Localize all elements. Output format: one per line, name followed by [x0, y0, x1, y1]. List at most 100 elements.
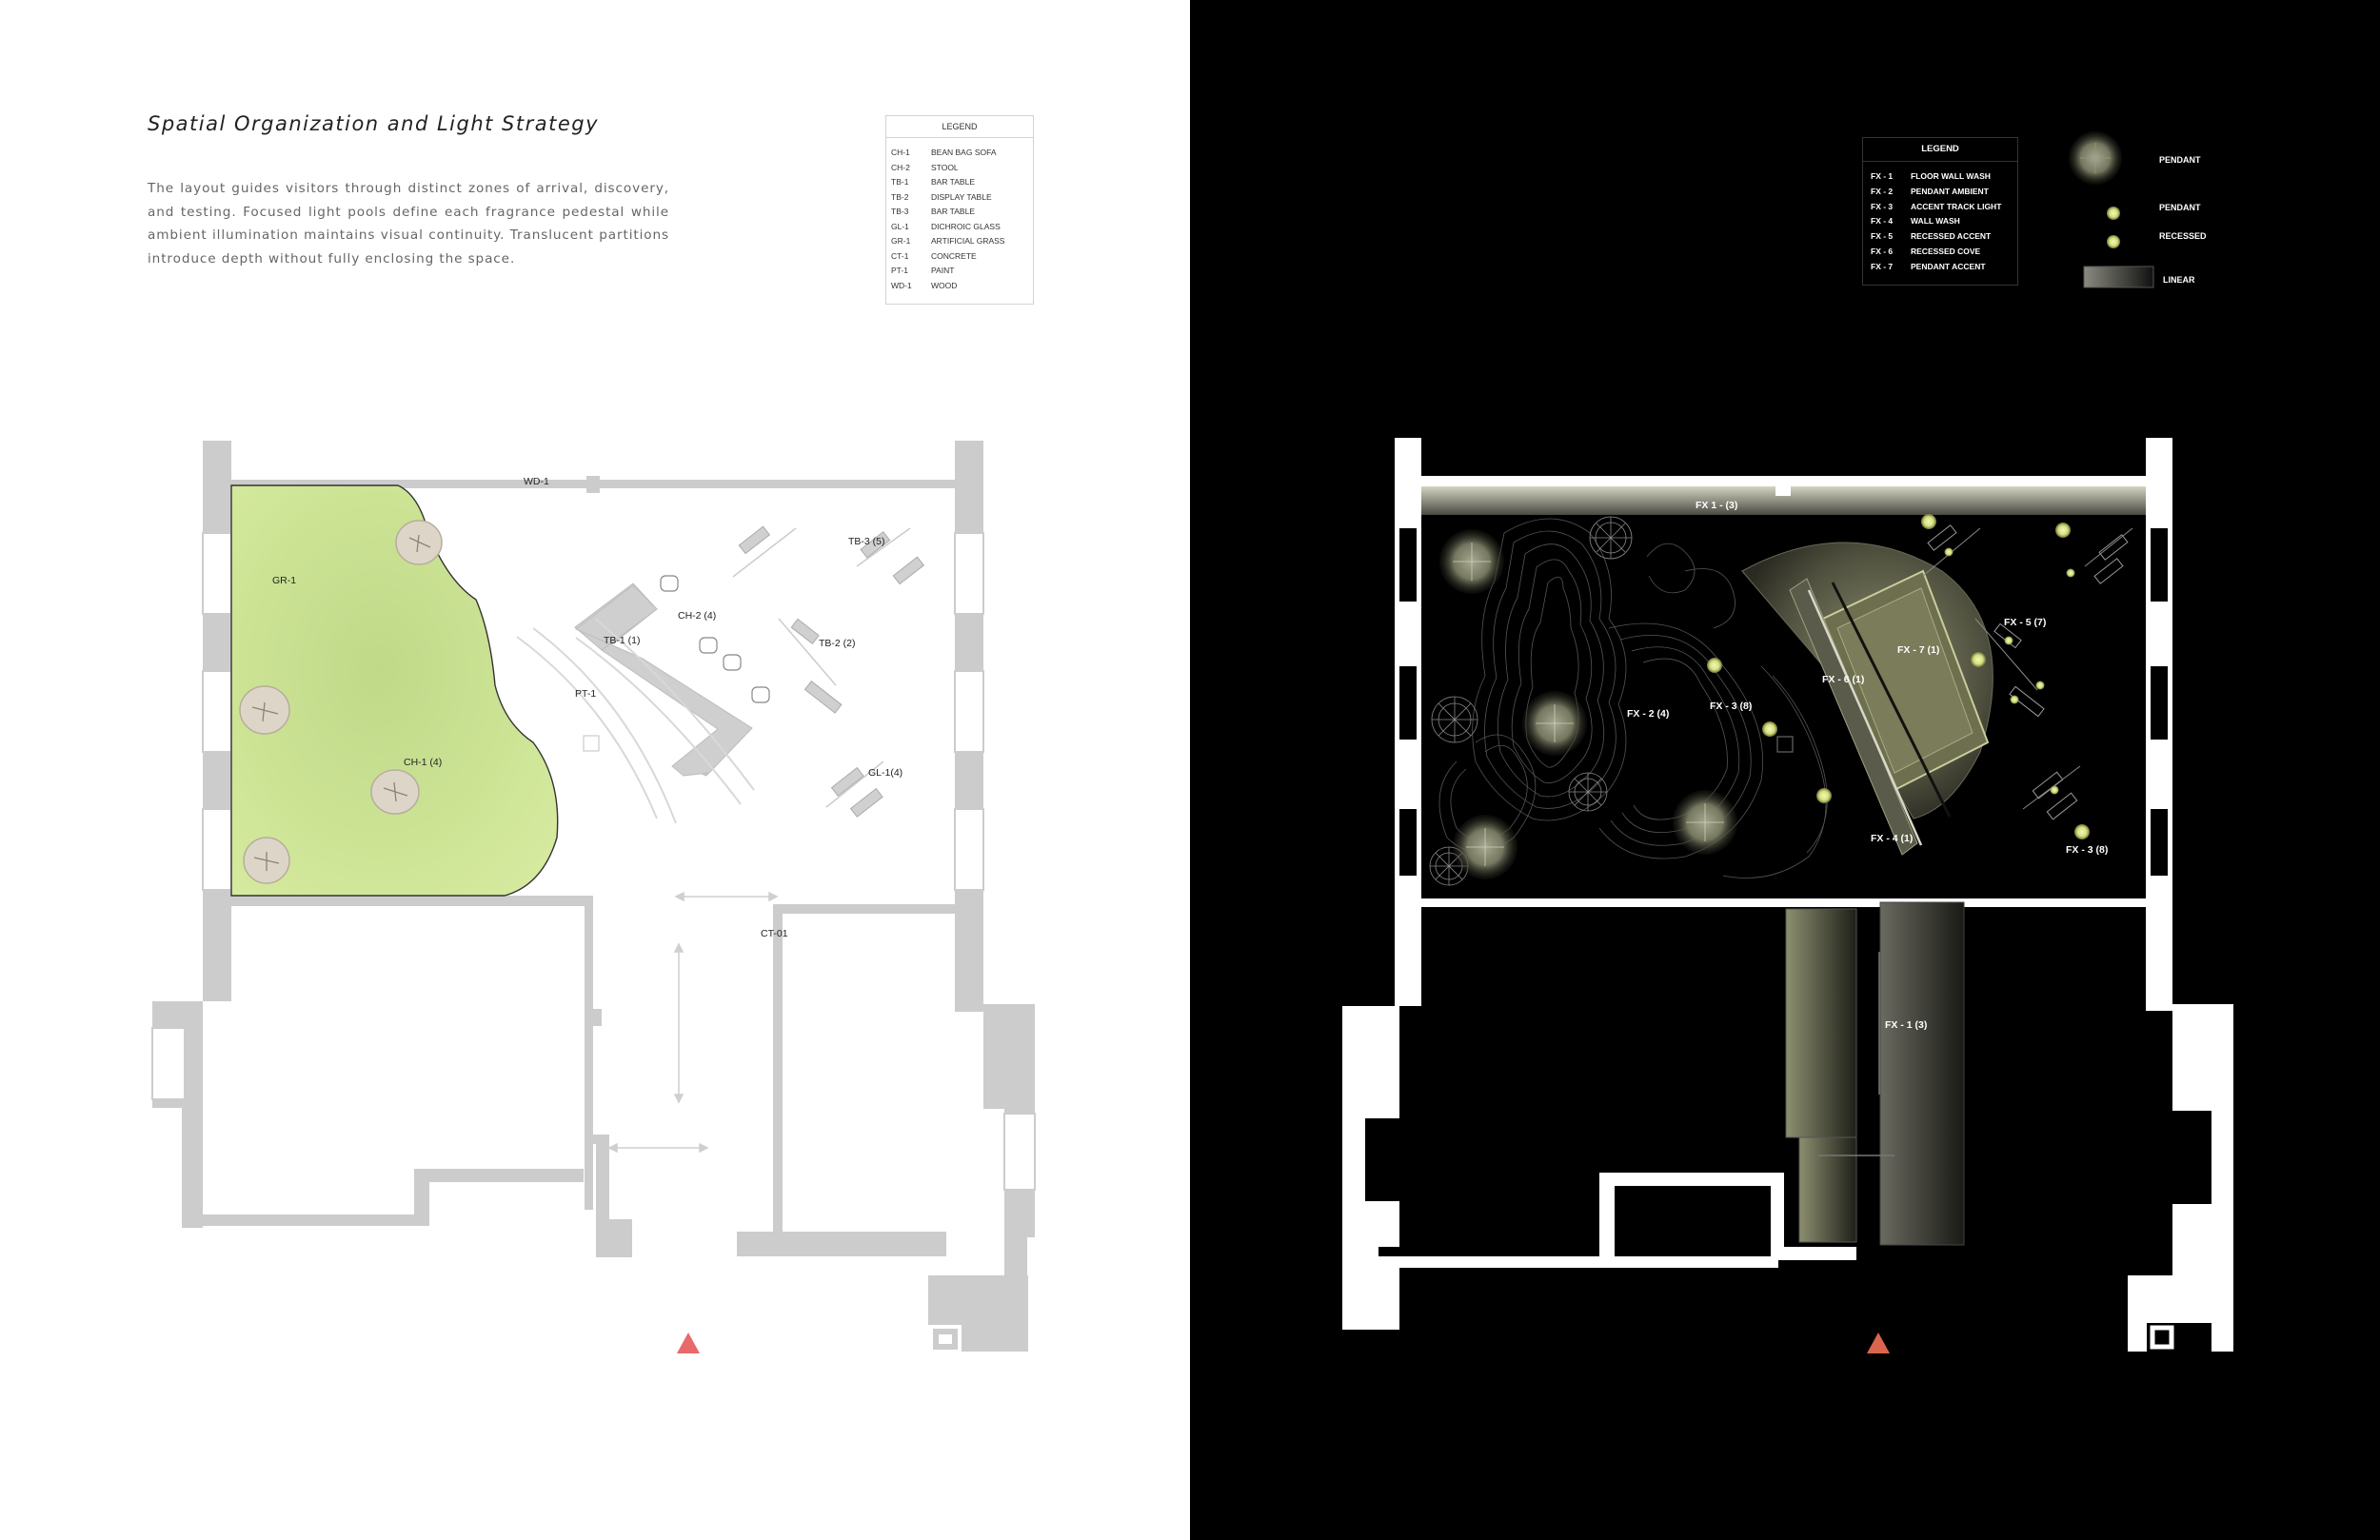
lighting-code: FX - 3	[1871, 201, 1894, 211]
lighting-desc: FLOOR WALL WASH	[1911, 171, 1991, 181]
lighting-legend-title: LEGEND	[1863, 138, 2017, 162]
legend-row-pt1: PT-1 PAINT	[886, 266, 1033, 281]
legend-code: GR-1	[891, 236, 911, 246]
lighting-floor-plan: FX 1 - (3) FX - 2 (4) FX - 3 (8) FX - 6 …	[1342, 131, 2233, 1353]
label-fx7: FX - 7 (1)	[1897, 644, 1939, 656]
lighting-code: FX - 2	[1871, 186, 1894, 196]
legend-row-ct1: CT-1 CONCRETE	[886, 251, 1033, 267]
label-fx3-b: FX - 3 (8)	[2066, 844, 2108, 856]
column-marker-dark	[1776, 736, 1794, 753]
lighting-legend-row: FX - 3 ACCENT TRACK LIGHT	[1863, 202, 2017, 217]
circulation-arrows	[607, 891, 779, 1154]
lighting-code: FX - 1	[1871, 171, 1894, 181]
stools	[660, 575, 770, 703]
lighting-desc: PENDANT AMBIENT	[1911, 186, 1989, 196]
legend-code: GL-1	[891, 221, 909, 231]
lighting-code: FX - 5	[1871, 231, 1894, 242]
label-wd1: WD-1	[524, 476, 549, 487]
lighting-plan-panel: FX 1 - (3) FX - 2 (4) FX - 3 (8) FX - 6 …	[1190, 0, 2380, 1540]
legend-desc: BAR TABLE	[931, 207, 975, 216]
legend-desc: BAR TABLE	[931, 177, 975, 187]
legend-row-tb3: TB-3 BAR TABLE	[886, 207, 1033, 222]
legend-row-gl1: GL-1 DICHROIC GLASS	[886, 222, 1033, 237]
legend-code: TB-2	[891, 191, 909, 202]
lighting-desc: PENDANT ACCENT	[1911, 261, 1986, 271]
lighting-legend-row: FX - 7 PENDANT ACCENT	[1863, 262, 2017, 277]
legend-desc: STOOL	[931, 162, 959, 172]
label-ch2: CH-2 (4)	[678, 610, 716, 622]
key-linear: LINEAR	[2163, 275, 2195, 285]
legend-desc: CONCRETE	[931, 250, 977, 261]
symbol-key: PENDANT PENDANT RECESSED LINEAR	[2069, 131, 2207, 288]
tables	[732, 525, 925, 818]
wall-notch	[1775, 484, 1791, 496]
lighting-legend-row: FX - 4 WALL WASH	[1863, 216, 2017, 231]
corridor-wash-left-lower	[1798, 1136, 1857, 1243]
label-fx3-a: FX - 3 (8)	[1710, 701, 1752, 712]
plan-labels: WD-1 GR-1 CH-1 (4) TB-1 (1) CH-2 (4) PT-…	[272, 476, 902, 939]
legend-row-tb2: TB-2 DISPLAY TABLE	[886, 192, 1033, 207]
legend-desc: DICHROIC GLASS	[931, 221, 1001, 231]
legend-desc: DISPLAY TABLE	[931, 191, 992, 202]
legend-desc: ARTIFICIAL GRASS	[931, 236, 1005, 246]
plant-symbols	[1429, 516, 1633, 886]
legend-desc: PAINT	[931, 266, 955, 275]
label-ct01: CT-01	[761, 928, 788, 939]
material-plan-panel: Spatial Organization and Light Strategy …	[148, 112, 1036, 1353]
bean-bag-sofas	[239, 520, 443, 884]
linear-wash-line	[1807, 589, 1923, 846]
lighting-plan-walls	[1342, 438, 2233, 1352]
bar-table-tb1	[574, 582, 753, 777]
grass-area	[230, 484, 559, 897]
label-fx1-top: FX 1 - (3)	[1696, 500, 1737, 511]
label-pt1: PT-1	[575, 688, 596, 700]
lighting-legend: LEGEND FX - 1 FLOOR WALL WASH FX - 2 PENDA…	[1862, 137, 2018, 286]
key-recessed: RECESSED	[2159, 231, 2207, 241]
linear-wash-shadow	[1831, 582, 1952, 818]
corridor-wash-left	[1785, 908, 1857, 1138]
north-arrow-left	[677, 1333, 700, 1353]
lighting-code: FX - 6	[1871, 246, 1894, 256]
lighting-legend-row: FX - 2 PENDANT AMBIENT	[1863, 187, 2017, 202]
lighting-desc: WALL WASH	[1911, 216, 1960, 227]
key-pendant-large: PENDANT	[2159, 155, 2201, 165]
legend-code: PT-1	[891, 266, 908, 275]
legend-code: TB-3	[891, 207, 909, 216]
label-fx1-bottom: FX - 1 (3)	[1885, 1019, 1927, 1031]
label-ch1: CH-1 (4)	[404, 757, 442, 768]
light-labels: FX 1 - (3) FX - 2 (4) FX - 3 (8) FX - 6 …	[1627, 500, 2108, 1031]
label-tb3: TB-3 (5)	[848, 536, 885, 547]
label-fx6: FX - 6 (1)	[1822, 674, 1864, 685]
lighting-legend-row: FX - 1 FLOOR WALL WASH	[1863, 171, 2017, 187]
label-fx2: FX - 2 (4)	[1627, 708, 1669, 720]
legend-code: WD-1	[891, 280, 912, 290]
pendant-lights-fx2	[1439, 529, 1737, 879]
label-gl1: GL-1(4)	[868, 767, 902, 779]
page-title: Spatial Organization and Light Strategy	[148, 112, 600, 135]
label-gr1: GR-1	[272, 575, 296, 586]
lighting-desc: ACCENT TRACK LIGHT	[1911, 201, 2002, 211]
legend-code: CH-1	[891, 148, 910, 157]
description-paragraph: The layout guides visitors through disti…	[148, 181, 669, 267]
lighting-code: FX - 7	[1871, 261, 1894, 271]
legend-desc: BEAN BAG SOFA	[931, 148, 997, 157]
legend-code: CT-1	[891, 250, 909, 261]
cove-table-inner	[1836, 587, 1973, 774]
column-marker	[583, 735, 600, 752]
label-tb2: TB-2 (2)	[819, 638, 856, 649]
lighting-code: FX - 4	[1871, 216, 1894, 227]
legend-row-ch1: CH-1 BEAN BAG SOFA	[886, 148, 1033, 163]
corridor-wash-right	[1879, 901, 1965, 1246]
partitions	[516, 618, 755, 824]
lighting-window-gaps	[1365, 528, 2211, 1352]
legend-row-gr1: GR-1 ARTIFICIAL GRASS	[886, 236, 1033, 251]
lighting-desc: RECESSED COVE	[1911, 246, 1981, 256]
label-fx5: FX - 5 (7)	[2004, 617, 2046, 628]
label-tb1: TB-1 (1)	[604, 635, 641, 646]
